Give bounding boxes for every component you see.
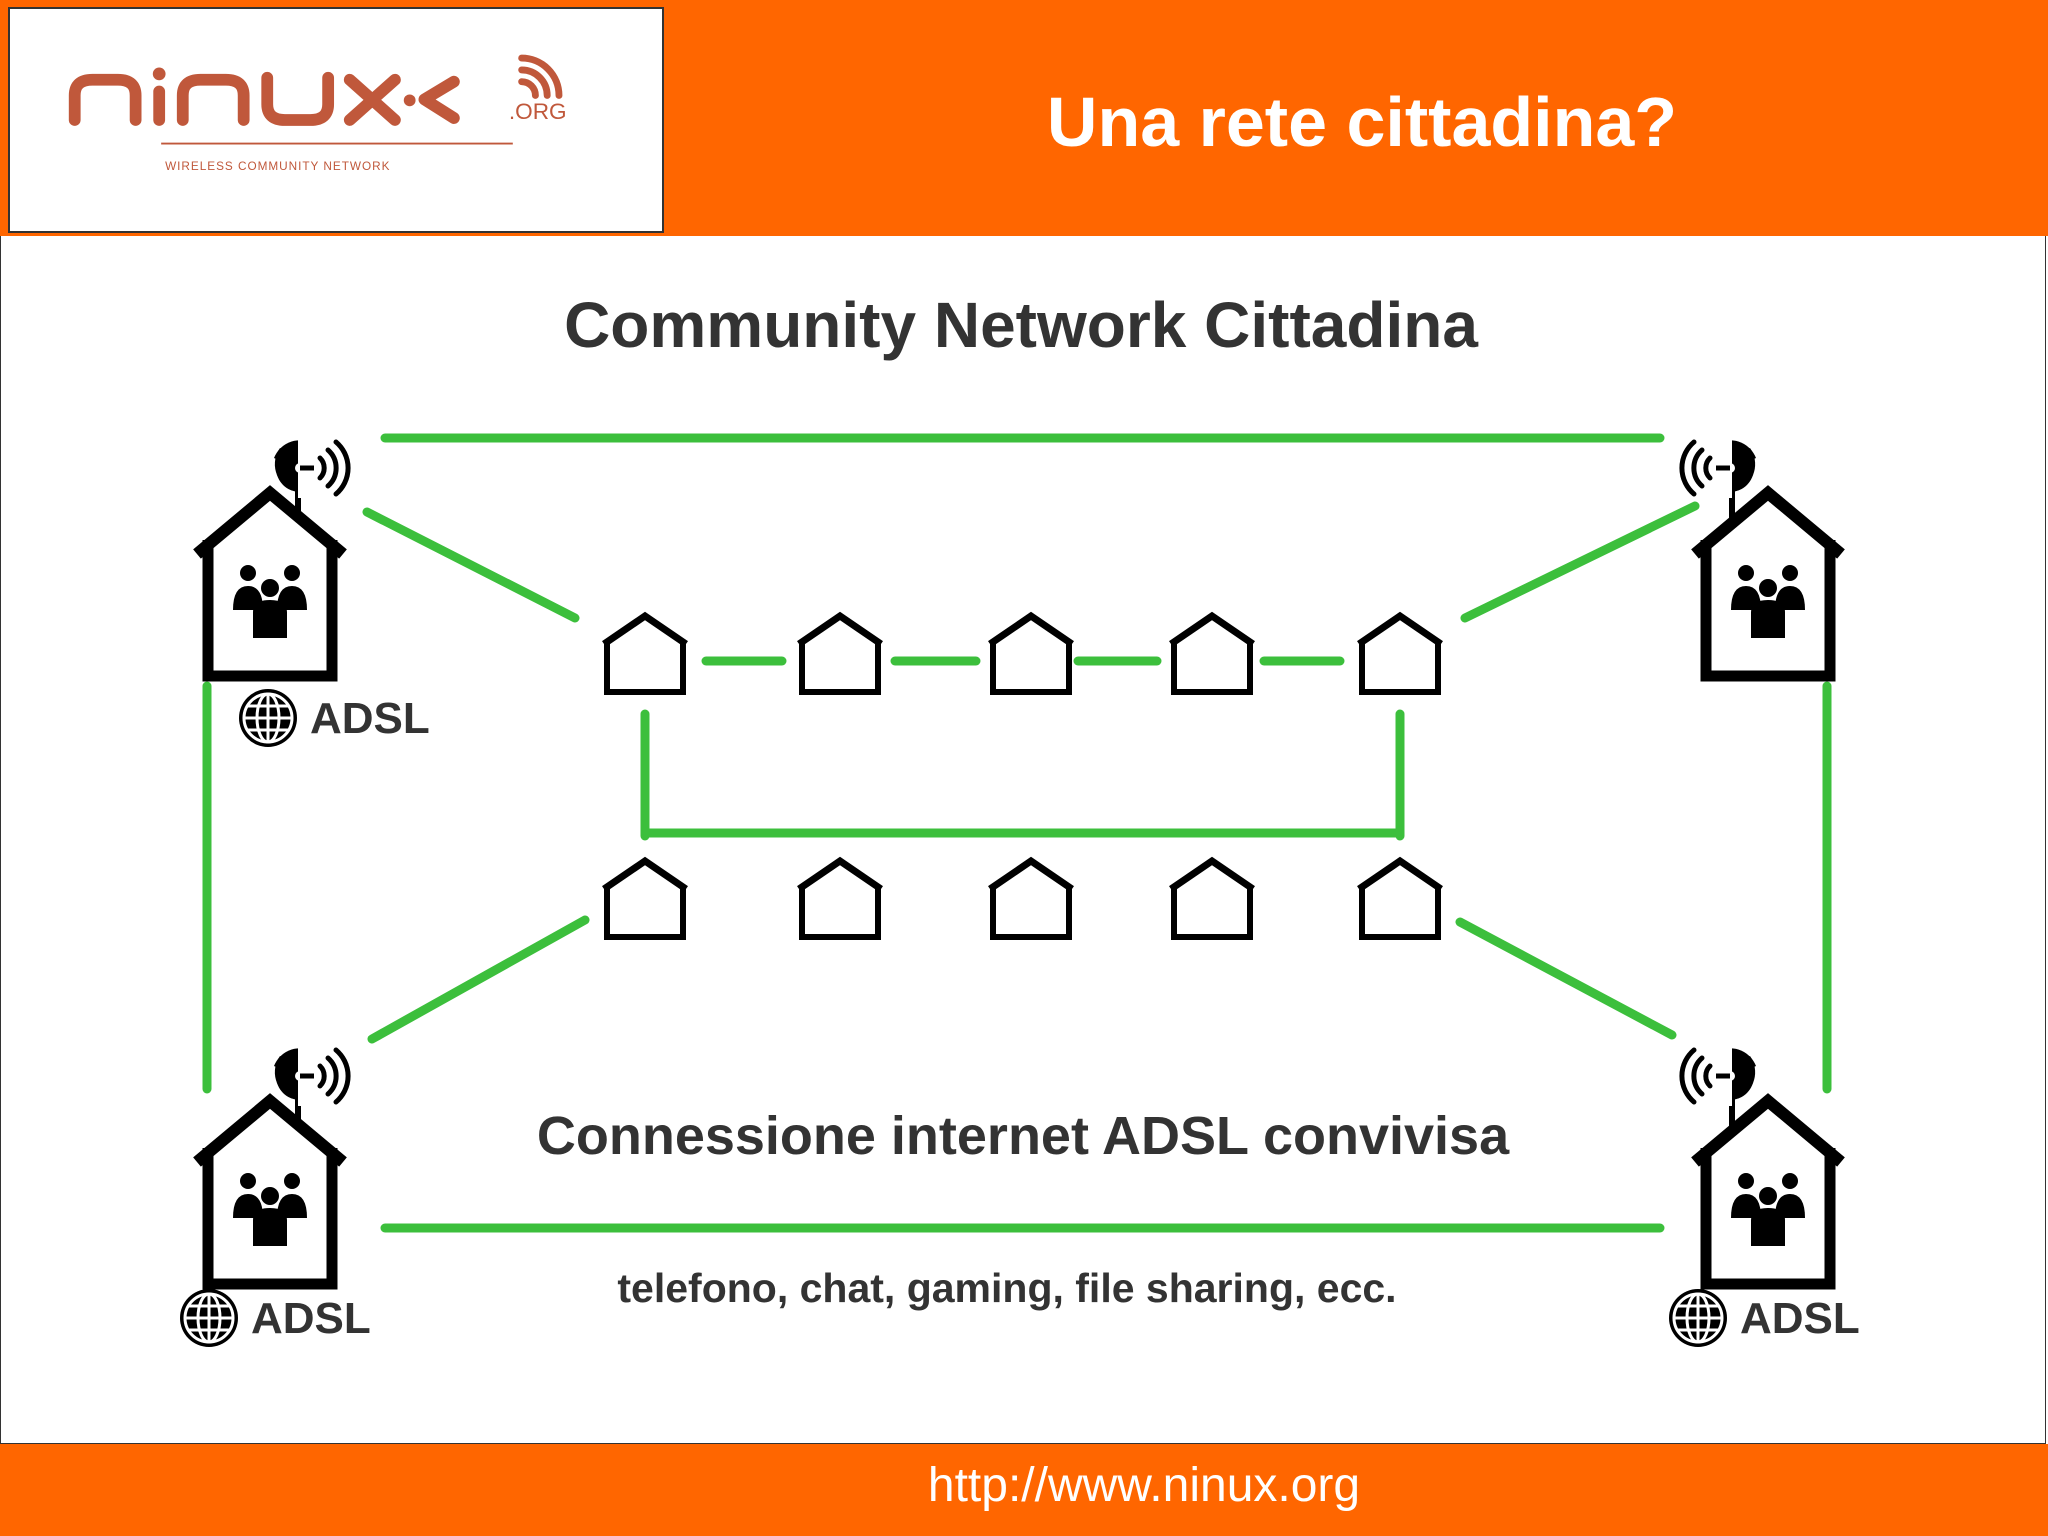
logo-tagline: WIRELESS COMMUNITY NETWORK bbox=[165, 160, 390, 173]
house-top-left bbox=[197, 438, 348, 676]
services-list: telefono, chat, gaming, file sharing, ec… bbox=[617, 1265, 1396, 1311]
ninux-logo-graphic: .ORG WIRELESS COMMUNITY NETWORK bbox=[68, 54, 567, 173]
adsl-label-bottom-left: ADSL bbox=[251, 1294, 371, 1343]
globe-icon bbox=[178, 1287, 240, 1349]
footer-url[interactable]: http://www.ninux.org bbox=[927, 1459, 1361, 1512]
small-houses-bottom-row bbox=[604, 861, 1441, 937]
footer-bar bbox=[0, 1444, 2048, 1536]
globe-icon bbox=[237, 687, 299, 749]
house-bottom-right bbox=[1682, 1046, 1841, 1284]
logo-suffix: .ORG bbox=[509, 99, 567, 124]
house-top-right bbox=[1682, 438, 1841, 676]
adsl-label-top-left: ADSL bbox=[310, 694, 430, 743]
ninux-logo: .ORG WIRELESS COMMUNITY NETWORK bbox=[8, 7, 664, 233]
community-network-diagram: Community Network Cittadina ADSL ADSL AD… bbox=[178, 289, 1860, 1349]
adsl-label-bottom-right: ADSL bbox=[1740, 1294, 1860, 1343]
small-houses-top-row bbox=[604, 616, 1441, 692]
diagram-caption: Connessione internet ADSL convivisa bbox=[537, 1106, 1510, 1166]
slide-title: Una rete cittadina? bbox=[1046, 83, 1678, 161]
network-links bbox=[202, 433, 1832, 1233]
house-bottom-left bbox=[197, 1046, 348, 1284]
globe-icon bbox=[1667, 1287, 1729, 1349]
diagram-title: Community Network Cittadina bbox=[564, 289, 1478, 361]
